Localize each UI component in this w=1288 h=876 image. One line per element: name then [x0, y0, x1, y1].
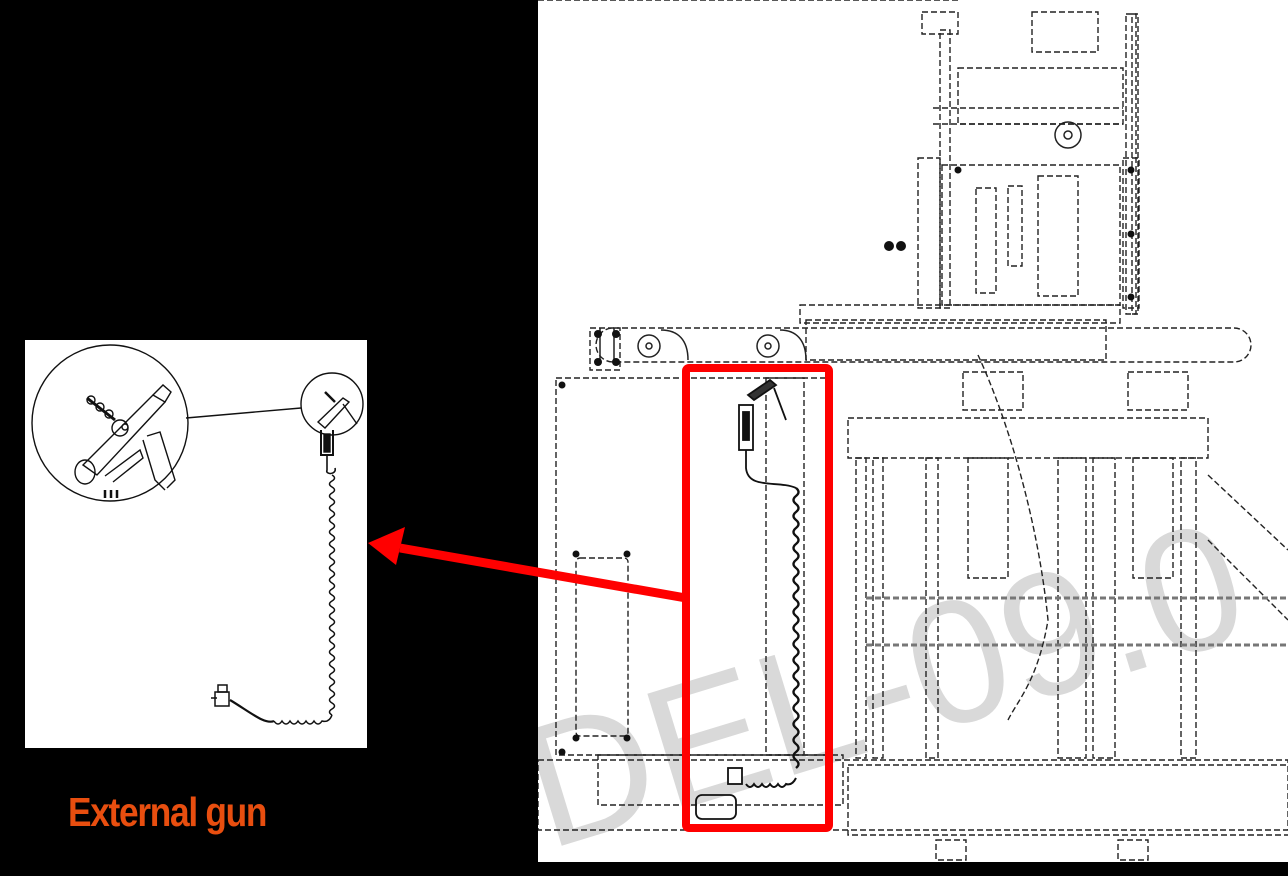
magnifier-callout-small — [300, 372, 364, 436]
quick-coupler — [211, 684, 230, 707]
machine-line-drawing: DEL-09.0 — [538, 0, 1288, 862]
external-gun-inset-image — [25, 340, 367, 748]
arrow-head-icon — [368, 527, 405, 565]
machine-technical-drawing: DEL-09.0 — [538, 0, 1288, 862]
coiled-hose — [229, 474, 336, 725]
magnifier-callout-large — [31, 344, 189, 502]
external-gun-illustration — [31, 344, 364, 725]
arrow-shaft — [399, 543, 687, 603]
caption-external-gun: External gun — [68, 789, 267, 835]
drawing-air-gun — [695, 378, 800, 820]
